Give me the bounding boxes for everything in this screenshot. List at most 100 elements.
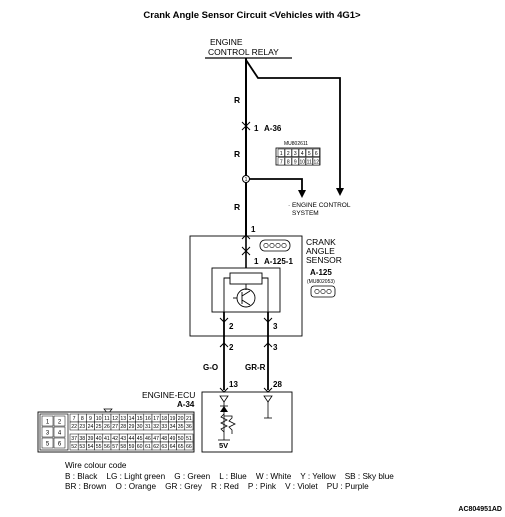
ecu-pin-number: 22 [71, 424, 77, 430]
ecu-pin-number: 34 [170, 424, 176, 430]
ecu-label: ENGINE-ECU [142, 390, 195, 400]
ecu-pin-number: 63 [161, 444, 167, 450]
sensor-pin3: 3 [273, 322, 278, 331]
ecu-pin-number: 57 [112, 444, 118, 450]
wire-color-r3: R [234, 202, 240, 212]
a36-pin-number: 9 [294, 159, 297, 165]
connector-a36-part: MU802611 [284, 141, 308, 147]
ecu-small-pin-cell [41, 437, 54, 449]
wire-color-g-o: G-O [203, 363, 218, 372]
a36-pin-cell [305, 148, 313, 157]
ecu-pin-number: 46 [145, 436, 151, 442]
sensor-pin2: 2 [229, 322, 234, 331]
relay-label-line1: ENGINE [210, 37, 243, 47]
ecu-pin-number: 42 [112, 436, 118, 442]
ecu-pin-number: 32 [153, 424, 159, 430]
ecu-pin-number: 18 [161, 416, 167, 422]
ecu-pin-number: 23 [79, 424, 85, 430]
connector-a125-1-icon [259, 239, 291, 252]
ecu-small-pin-cell [41, 415, 54, 427]
ecu-resistor [220, 413, 228, 433]
ecu-pin-number: 31 [145, 424, 151, 430]
ecu-box [201, 391, 293, 453]
ecu-pin-number: 14 [129, 416, 135, 422]
wire-color-r1: R [234, 95, 240, 105]
ecs-label-line2: SYSTEM [292, 210, 319, 217]
ecs-label-line1: · ENGINE CONTROL [288, 202, 351, 209]
ecu-pin-number: 16 [145, 416, 151, 422]
a36-pin-cell [284, 157, 292, 166]
connector-a36-pin: 1 [254, 124, 259, 133]
a36-pin-cell [298, 157, 306, 166]
ecu-voltage: 5V [219, 441, 228, 450]
harness-pin3-mark [263, 342, 273, 348]
ecu-resistor2 [224, 415, 236, 434]
ecu-pin-number: 33 [161, 424, 167, 430]
ecu-pin-number: 47 [153, 436, 159, 442]
ecu-pin-number: 45 [137, 436, 143, 442]
pin3-mark [263, 317, 273, 323]
connector-a125-icon [310, 285, 336, 298]
ecu-pin-number: 11 [104, 416, 109, 422]
a36-pin-number: 1 [280, 151, 283, 157]
wire-relay-branch [245, 59, 341, 190]
ecu-pin-number: 25 [96, 424, 102, 430]
ecu-pin-number: 52 [71, 444, 77, 450]
sensor-conn-id: A-125-1 [264, 257, 293, 266]
connector-a36-mark2 [241, 125, 251, 131]
ecu-pin-number: 21 [186, 416, 192, 422]
ecu-pin-number: 39 [88, 436, 94, 442]
ecu-pin-number: 37 [71, 436, 77, 442]
ecu-pin-number: 49 [170, 436, 176, 442]
ecu-pin-cell [184, 441, 194, 451]
sensor-inner-box [211, 267, 281, 313]
a36-pin-number: 7 [280, 159, 283, 165]
a36-pin-cell [277, 157, 285, 166]
sensor-conn2-id: A-125 [310, 268, 332, 277]
ecu-pin-number: 51 [186, 436, 192, 442]
sensor-conn-mark3 [241, 250, 251, 256]
ecu-pin-number: 59 [129, 444, 135, 450]
ecu-pin28: 28 [273, 380, 282, 389]
ecu-pin-number: 12 [112, 416, 118, 422]
a36-pin-cell [312, 148, 320, 157]
ecu-pin-number: 24 [88, 424, 94, 430]
relay-label-line2: CONTROL RELAY [208, 47, 279, 57]
ecu-pin-number: 35 [178, 424, 184, 430]
ecu-pin-number: 30 [137, 424, 143, 430]
ecu-diode [220, 406, 228, 412]
pin2-mark [219, 317, 229, 323]
diagram-title: Crank Angle Sensor Circuit <Vehicles wit… [143, 10, 361, 21]
a36-pin-number: 11 [307, 159, 312, 165]
ecu-small-pin-number: 6 [58, 442, 62, 448]
ecu-pin-number: 10 [96, 416, 102, 422]
ecu-pin-number: 7 [73, 416, 76, 422]
ecu-pin-number: 48 [161, 436, 167, 442]
ecu-pin-number: 62 [153, 444, 159, 450]
harness-pin3: 3 [273, 343, 278, 352]
a36-pin-number: 2 [287, 151, 290, 157]
ecu-pin-number: 29 [129, 424, 135, 430]
ecu-small-pin-cell [53, 437, 66, 449]
ecu-small-pin-number: 1 [46, 420, 50, 426]
arrow-relay-branch [336, 188, 344, 196]
a36-pin-number: 4 [301, 151, 304, 157]
ecu-pin-number: 61 [145, 444, 151, 450]
ecu-pin-number: 15 [137, 416, 143, 422]
ecu-pin-number: 53 [79, 444, 85, 450]
a36-pin-cell [298, 148, 306, 157]
ecu-pin-number: 28 [120, 424, 126, 430]
arrow-ecs-branch [298, 190, 306, 198]
legend-line1: B : Black LG : Light green G : Green L :… [65, 471, 394, 481]
ecu-small-pin-number: 2 [58, 420, 62, 426]
sensor-conn-mark [241, 234, 251, 240]
a36-pin-number: 6 [315, 151, 318, 157]
ecu-pin-number: 8 [81, 416, 84, 422]
ecu-pin-number: 41 [104, 436, 110, 442]
ecu-conn: A-34 [177, 400, 195, 409]
sensor-inner-wire-c [223, 277, 230, 312]
wire-color-gr-r: GR-R [245, 363, 266, 372]
